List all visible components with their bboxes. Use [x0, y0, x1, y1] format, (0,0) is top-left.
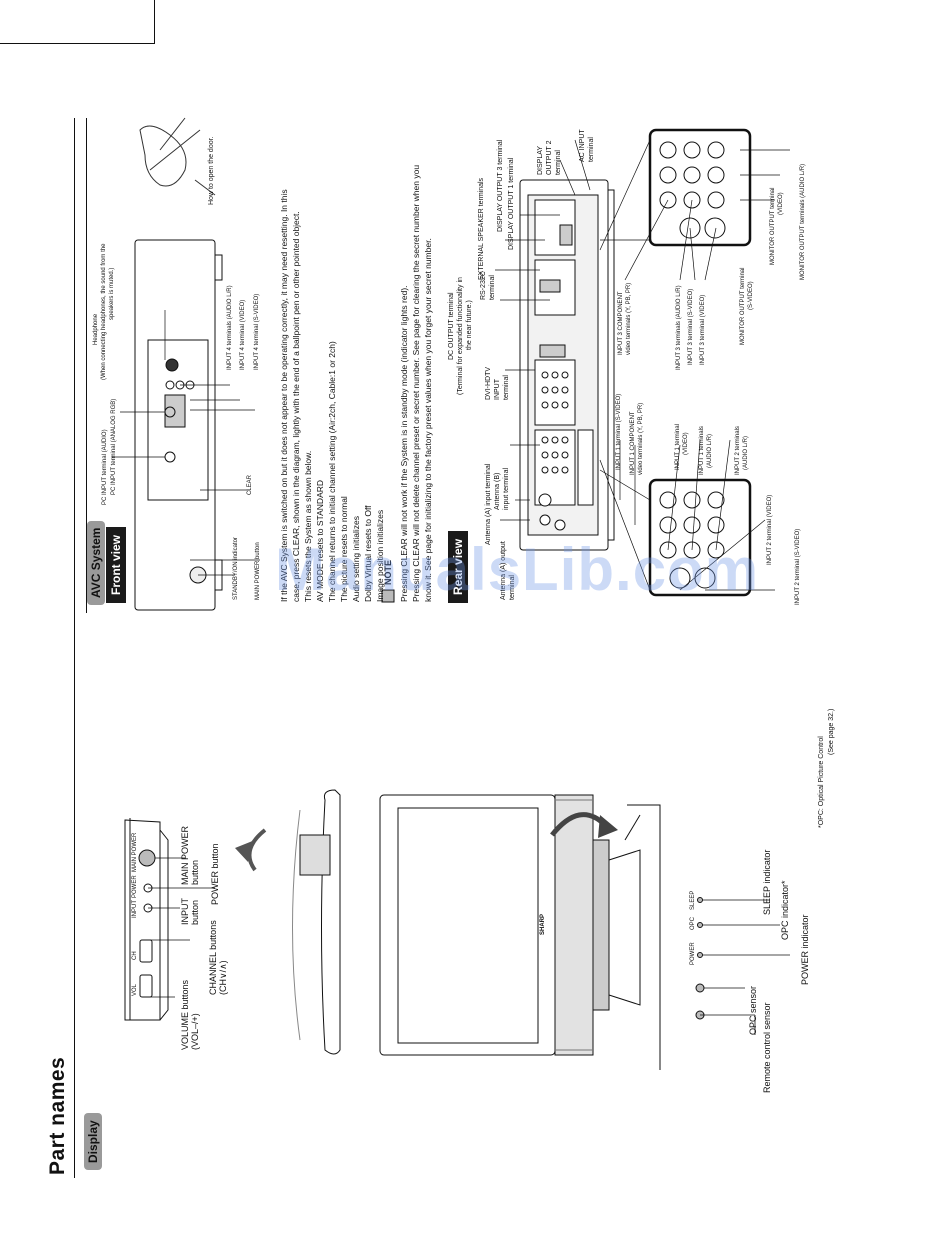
- label-dc-out-1: DC OUTPUT terminal: [448, 292, 455, 360]
- label-mon-video-1: MONITOR OUTPUT terminal: [770, 187, 776, 265]
- section-divider-mid: [86, 118, 87, 613]
- label-ac-in-1: AC INPUT: [579, 129, 586, 162]
- label-in1-video-1: INPUT 1 terminal: [675, 424, 681, 470]
- label-ext-spk: EXTERNAL SPEAKER terminals: [478, 177, 485, 280]
- label-ant-b-in-1: Antenna (B): [494, 472, 501, 510]
- label-in1-comp-1: INPUT 1 COMPONENT: [630, 411, 636, 475]
- channel-button-shape: [139, 939, 153, 963]
- label-in1-svideo: INPUT 1 terminal (S-VIDEO): [616, 393, 622, 470]
- label-dvi-2: INPUT: [494, 379, 501, 400]
- label-mon-video-2: (VIDEO): [778, 192, 784, 215]
- display-front-view: [379, 794, 661, 1070]
- label-rs232-2: terminal: [489, 275, 496, 300]
- label-in3-video: INPUT 3 terminal (VIDEO): [700, 294, 706, 365]
- label-ant-a-in: Antenna (A) input terminal: [485, 463, 492, 545]
- watermark: ManualsLib.com: [275, 536, 760, 603]
- label-mon-audio: MONITOR OUTPUT terminals (AUDIO L/R): [800, 163, 806, 280]
- label-disp-out2-3: terminal: [555, 150, 562, 175]
- control-panel: [124, 819, 169, 1021]
- label-ac-in-2: terminal: [588, 137, 595, 162]
- label-in2-audio-1: INPUT 2 terminals: [735, 426, 741, 475]
- label-disp-out1: DISPLAY OUTPUT 1 terminal: [508, 157, 515, 250]
- label-in3-comp-2: video terminals (Y, PB, PR): [626, 282, 632, 355]
- label-in3-comp-1: INPUT 3 COMPONENT: [618, 291, 624, 355]
- rear-connectors: [534, 199, 594, 531]
- volume-button-shape: [139, 974, 153, 998]
- label-in2-svideo: INPUT 2 terminal (S-VIDEO): [795, 528, 801, 605]
- corner-frame: [0, 0, 155, 44]
- label-in3-svideo: INPUT 3 terminal (S-VIDEO): [688, 288, 694, 365]
- section-divider-left: [74, 118, 75, 1178]
- label-in2-video: INPUT 2 terminal (VIDEO): [767, 494, 773, 565]
- label-dvi-3: terminal: [503, 375, 510, 400]
- label-disp-out3: DISPLAY OUTPUT 3 terminal: [497, 139, 504, 232]
- label-dvi-1: DVI-HDTV: [485, 366, 492, 400]
- zoom-box-input3-monitor: [648, 128, 752, 247]
- label-dc-out-3: the near future.): [466, 300, 473, 350]
- label-mon-svideo-1: MONITOR OUTPUT terminal: [740, 267, 746, 345]
- label-ant-b-in-2: input terminal: [503, 467, 510, 510]
- label-disp-out2-2: OUTPUT 2: [546, 140, 553, 176]
- label-dc-out-2: (Terminal for expanded functionality in: [457, 277, 464, 395]
- display-side-view: [235, 789, 341, 1055]
- label-disp-out2-1: DISPLAY: [537, 145, 544, 175]
- indicators: [129, 818, 790, 1035]
- label-in1-video-2: (VIDEO): [683, 432, 689, 455]
- door-illustration: [139, 117, 216, 196]
- label-in2-audio-2: (AUDIO L/R): [743, 435, 749, 470]
- zoom-box-input1-2: [648, 478, 752, 597]
- label-in1-comp-2: video terminals (Y, PB, PR): [638, 402, 644, 475]
- note-icon: [381, 589, 395, 603]
- label-in1-audio-1: INPUT 1 terminals: [699, 426, 705, 475]
- label-mon-svideo-2: (S-VIDEO): [748, 281, 754, 310]
- label-in3-audio: INPUT 3 terminals (AUDIO L/R): [676, 285, 682, 370]
- label-in1-audio-2: (AUDIO L/R): [707, 433, 713, 468]
